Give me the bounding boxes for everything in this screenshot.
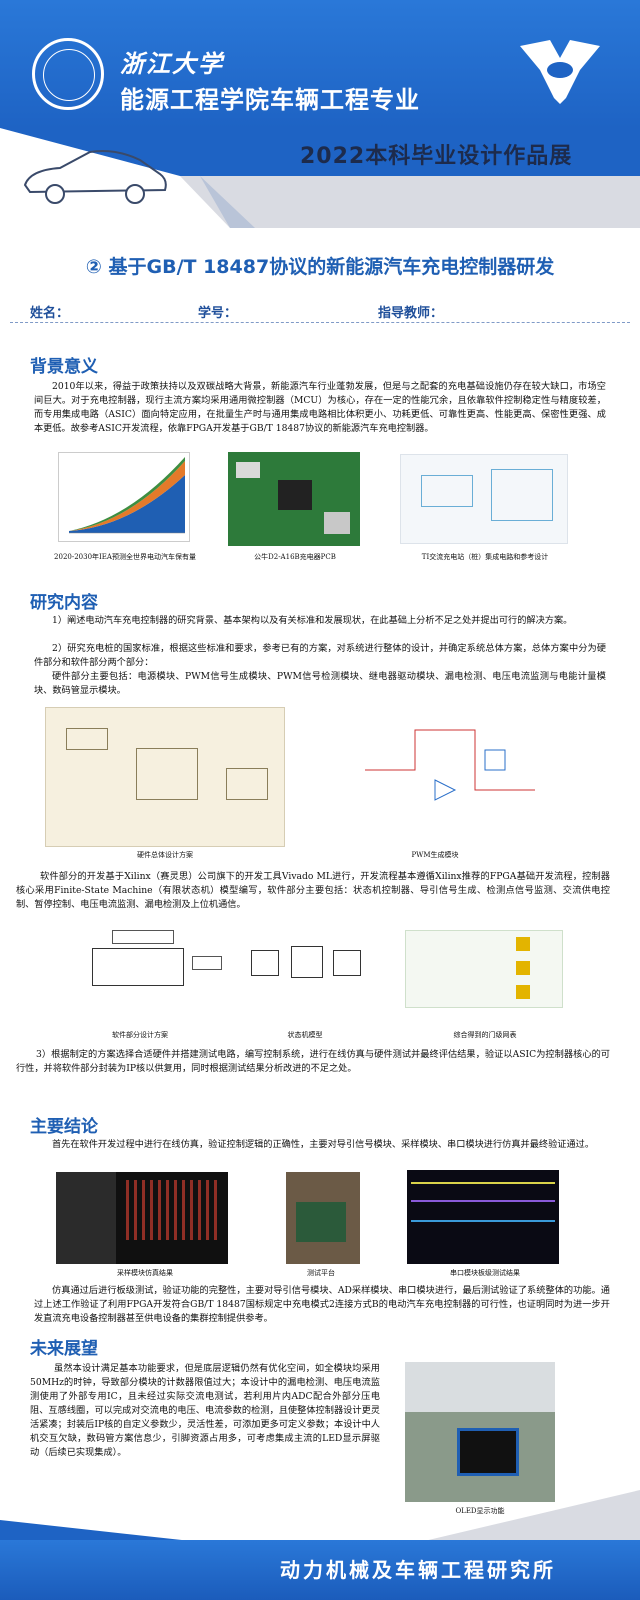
- caption-charger-pcb: 公牛D2-A16B充电器PCB: [254, 553, 336, 561]
- section-heading-conclusion: 主要结论: [30, 1117, 98, 1137]
- footer-band: [0, 1540, 640, 1600]
- research-p4: 软件部分的开发基于Xilinx（赛灵思）公司旗下的开发工具Vivado ML进行…: [16, 871, 610, 910]
- header-diagonal-band: [0, 128, 640, 228]
- caption-netlist: 综合得到的门级网表: [453, 1031, 517, 1039]
- caption-ti-design: TI交流充电站（桩）集成电路和参考设计: [421, 553, 549, 561]
- caption-software: 软件部分设计方案: [112, 1031, 168, 1039]
- outlook-text: 虽然本设计满足基本功能要求，但是底层逻辑仍然有优化空间，如全模块均采用50MHz…: [30, 1363, 380, 1458]
- institute-name: 动力机械及车辆工程研究所: [280, 1558, 556, 1582]
- sampling-simulation-image: [56, 1172, 228, 1264]
- department-name: 能源工程学院车辆工程专业: [120, 86, 420, 114]
- caption-uart: 串口模块板级测试结果: [450, 1269, 520, 1277]
- research-p2: 2）研究充电桩的国家标准，根据这些标准和要求，参考已有的方案，对系统进行整体的设…: [34, 643, 606, 668]
- uart-test-image: [407, 1170, 559, 1264]
- conclusion-p1: 首先在软件开发过程中进行在线仿真，验证控制逻辑的正确性，主要对导引信号模块、采样…: [52, 1139, 595, 1150]
- research-p1: 1）阐述电动汽车充电控制器的研究背景、基本架构以及有关标准和发展现状，在此基础上…: [52, 615, 573, 626]
- caption-test-platform: 测试平台: [307, 1269, 335, 1277]
- research-p5: 3）根据制定的方案选择合适硬件并搭建测试电路，编写控制系统，进行在线仿真与硬件测…: [16, 1049, 610, 1074]
- footer-diagonal: [0, 1490, 640, 1542]
- exhibition-title: 2022本科毕业设计作品展: [300, 144, 573, 169]
- state-machine-diagram: [245, 926, 365, 1006]
- caption-state-machine: 状态机模型: [287, 1031, 323, 1039]
- ti-reference-design-image: [400, 454, 568, 544]
- university-name: 浙江大学: [120, 49, 224, 78]
- oled-display-photo: [405, 1362, 555, 1502]
- section-heading-research: 研究内容: [30, 593, 98, 613]
- gate-netlist-image: [405, 930, 563, 1008]
- software-design-diagram: [52, 926, 222, 1006]
- hardware-design-diagram: [45, 707, 285, 847]
- caption-sampling: 采样模块仿真结果: [117, 1269, 173, 1277]
- caption-oled: OLED显示功能: [455, 1507, 505, 1515]
- background-text: 2010年以来，得益于政策扶持以及双碳战略大背景，新能源汽车行业蓬勃发展，但是与…: [34, 381, 606, 434]
- pwm-circuit-diagram: [355, 710, 555, 846]
- caption-hardware: 硬件总体设计方案: [137, 851, 193, 859]
- research-p3: 硬件部分主要包括：电源模块、PWM信号生成模块、PWM信号检测模块、继电器驱动模…: [34, 671, 606, 696]
- institute-crest-icon: [520, 40, 600, 104]
- name-label: 姓名：: [30, 306, 70, 321]
- section-heading-outlook: 未来展望: [30, 1339, 98, 1359]
- caption-ev-forecast: 2020-2030年IEA预测全世界电动汽车保有量: [54, 553, 196, 561]
- caption-pwm: PWM生成模块: [411, 851, 459, 859]
- section-heading-background: 背景意义: [30, 357, 98, 377]
- student-id-label: 学号：: [198, 306, 238, 321]
- test-platform-photo: [286, 1172, 360, 1264]
- header-blue-band: [0, 0, 640, 128]
- conclusion-p2: 仿真通过后进行板级测试，验证功能的完整性，主要对导引信号模块、AD采样模块、串口…: [34, 1285, 610, 1324]
- charger-pcb-photo: [228, 452, 360, 546]
- advisor-label: 指导教师：: [378, 306, 444, 321]
- university-seal-icon: [32, 38, 104, 110]
- ev-forecast-chart-image: [58, 452, 190, 542]
- divider: [10, 322, 630, 323]
- project-title: ② 基于GB/T 18487协议的新能源汽车充电控制器研发: [85, 256, 555, 278]
- car-outline-icon: [23, 150, 167, 204]
